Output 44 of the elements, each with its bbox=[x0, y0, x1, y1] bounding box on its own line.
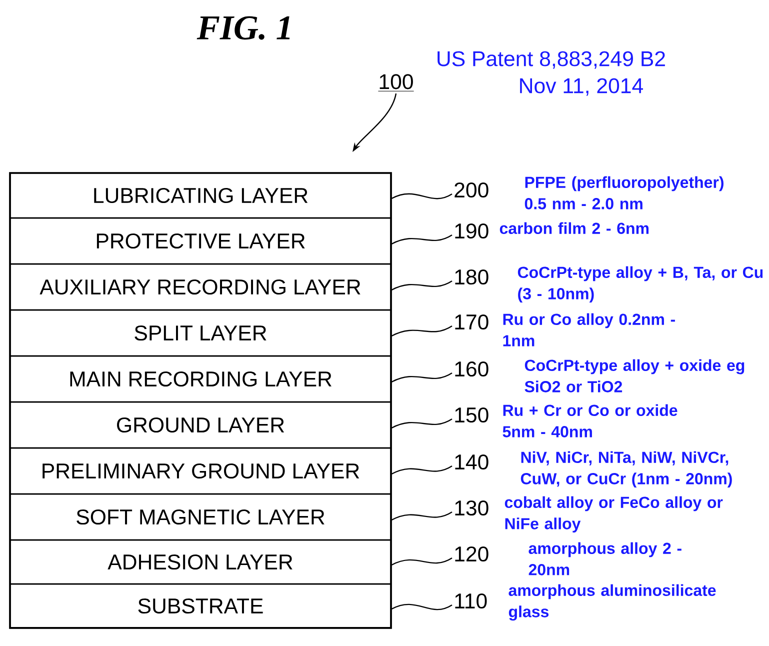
material-note: CoCrPt-type alloy + B, Ta, or Cu (3 - 10nm) bbox=[518, 266, 763, 303]
layer-box: PROTECTIVE LAYER bbox=[9, 217, 392, 265]
material-note: amorphous alloy 2 - 20nm bbox=[528, 542, 682, 576]
leader-line bbox=[391, 280, 452, 291]
reference-number: 120 bbox=[455, 546, 488, 562]
patent-note: US Patent 8,883,249 B2 bbox=[438, 51, 665, 69]
layer-box: SOFT MAGNETIC LAYER bbox=[9, 493, 392, 541]
reference-number: 150 bbox=[455, 407, 488, 423]
layer-box: GROUND LAYER bbox=[9, 401, 392, 449]
reference-number: 200 bbox=[454, 182, 488, 198]
material-note: Ru + Cr or Co or oxide 5nm - 40nm bbox=[502, 404, 678, 438]
layer-box: AUXILIARY RECORDING LAYER bbox=[9, 263, 392, 311]
reference-number: 170 bbox=[455, 314, 488, 330]
layer-box: MAIN RECORDING LAYER bbox=[9, 355, 392, 403]
reference-number: 130 bbox=[455, 500, 488, 516]
reference-number: 180 bbox=[455, 269, 488, 285]
reference-number: 100 bbox=[378, 74, 414, 92]
leader-line bbox=[391, 604, 452, 610]
material-note: amorphous aluminosilicate glass bbox=[508, 584, 716, 621]
leader-line bbox=[391, 557, 452, 566]
reference-number: 110 bbox=[455, 593, 487, 609]
material-note: Ru or Co alloy 0.2nm - 1nm bbox=[503, 313, 675, 346]
leader-line bbox=[391, 418, 452, 429]
figure-title: FIG. 1 bbox=[196, 16, 290, 40]
reference-number: 140 bbox=[455, 454, 488, 470]
leader-line bbox=[391, 372, 452, 383]
patent-note: Nov 11, 2014 bbox=[520, 78, 643, 96]
leader-line bbox=[391, 325, 452, 337]
material-note: carbon film 2 - 6nm bbox=[500, 222, 649, 234]
layer-box: ADHESION LAYER bbox=[9, 539, 392, 585]
leader-line bbox=[391, 193, 452, 200]
leader-line bbox=[391, 234, 452, 245]
layer-box: PRELIMINARY GROUND LAYER bbox=[9, 447, 392, 495]
reference-number: 160 bbox=[455, 361, 488, 377]
material-note: CoCrPt-type alloy + oxide eg SiO2 or TiO2 bbox=[524, 359, 744, 392]
leader-line bbox=[391, 465, 452, 475]
leader-line bbox=[391, 511, 452, 521]
layer-stack bbox=[9, 172, 392, 629]
reference-number: 190 bbox=[455, 223, 488, 239]
material-note: PFPE (perfluoropolyether) 0.5 nm - 2.0 nm bbox=[524, 176, 724, 210]
layer-box: SPLIT LAYER bbox=[9, 309, 392, 357]
material-note: NiV, NiCr, NiTa, NiW, NiVCr, CuW, or CuCr (1nm - 20nm) bbox=[520, 451, 732, 488]
layer-box: LUBRICATING LAYER bbox=[9, 172, 392, 219]
layer-box: SUBSTRATE bbox=[9, 583, 392, 629]
